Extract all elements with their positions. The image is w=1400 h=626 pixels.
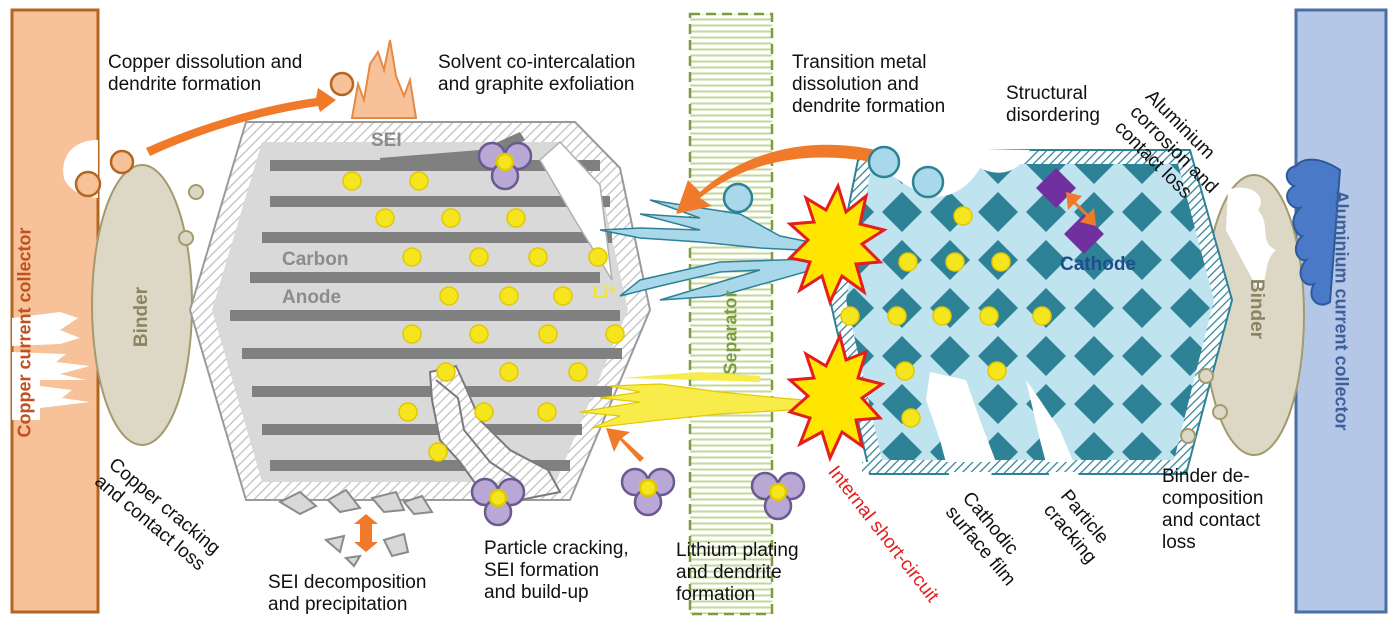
copper-collector-label: Copper current collector — [14, 227, 35, 438]
binder-debris — [178, 184, 1228, 444]
copper-crack-marks — [12, 312, 90, 420]
binder-left-label: Binder — [131, 286, 152, 348]
anode-label: Anode — [282, 287, 342, 308]
separator-shape — [688, 12, 774, 616]
annotation-lithium-plating: Lithium plating and dendrite formation — [676, 540, 799, 605]
solvent-molecule — [470, 141, 806, 527]
cathode-particle — [828, 146, 1234, 478]
aluminium-collector-label: Aluminium current collector — [1331, 190, 1352, 431]
aluminium-collector — [1294, 8, 1388, 614]
transition-metal-particles — [722, 145, 945, 214]
arrow-structural-disordering — [1066, 192, 1096, 226]
annotation-binder-decomposition: Binder de- composition and contact loss — [1162, 466, 1264, 553]
arrow-lithium-plating — [606, 428, 644, 462]
annotation-particle-cracking-sei: Particle cracking, SEI formation and bui… — [484, 538, 629, 603]
separator-label: Separator — [720, 290, 741, 375]
annotation-solvent-cointercalation: Solvent co-intercalation and graphite ex… — [438, 52, 636, 95]
anode-particle — [188, 121, 652, 502]
aluminium-corrosion — [1285, 158, 1342, 306]
annotation-copper-dissolution: Copper dissolution and dendrite formatio… — [108, 52, 303, 95]
arrow-sei-decomposition — [354, 514, 378, 552]
lithium-ions-anode — [342, 171, 625, 462]
annotation-transition-metal: Transition metal dissolution and dendrit… — [792, 52, 946, 117]
lithium-dendrite-upper — [620, 372, 760, 382]
binder-right-label: Binder — [1246, 278, 1267, 340]
transition-metal-dendrite-lower — [619, 257, 841, 301]
short-circuit-burst-top — [786, 181, 888, 307]
annotation-structural-disordering: Structural disordering — [1006, 83, 1100, 126]
arrow-transition-metal — [676, 144, 876, 214]
binder-right-bite — [1226, 187, 1276, 290]
copper-particles — [74, 71, 355, 198]
li-ion-label: Li⁺ — [593, 283, 618, 302]
copper-collector — [10, 8, 100, 614]
lithium-dendrite — [579, 383, 851, 429]
cathode-label: Cathode — [1060, 254, 1136, 275]
arrow-copper-dissolution — [146, 88, 336, 156]
sei-label: SEI — [371, 130, 402, 151]
carbon-label: Carbon — [282, 249, 349, 270]
short-circuit-burst-bottom — [786, 331, 886, 463]
transition-metal-dendrite — [599, 199, 841, 253]
annotation-sei-decomposition: SEI decomposition and precipitation — [268, 572, 427, 615]
copper-dendrite-spikes — [350, 39, 418, 119]
sei-precipitates — [277, 488, 434, 568]
lithium-ions-cathode — [840, 206, 1052, 428]
